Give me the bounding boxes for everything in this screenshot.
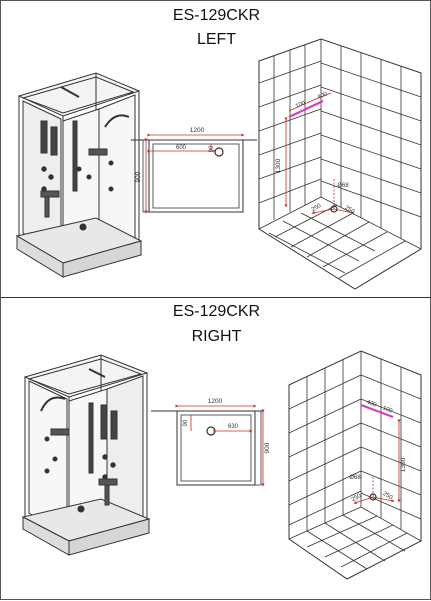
left-tray-width-label: 900 [135, 171, 142, 182]
left-model-title: ES-129CKR [172, 7, 261, 24]
right-tray-offset-y-label: 90 [183, 419, 189, 426]
right-wall-corner-a-label: 250 [351, 493, 363, 504]
left-tray-plan: 1200 600 90 900 [131, 127, 257, 214]
left-tray-offset-y-label: 90 [209, 145, 215, 152]
right-model-title: ES-129CKR [172, 303, 261, 320]
left-side-label: LEFT [196, 31, 237, 48]
left-tray-length-label: 1200 [190, 127, 205, 134]
right-side-label: RIGHT [191, 328, 242, 345]
left-wall-dim-b: 400 [317, 91, 329, 101]
section-divider [1, 297, 431, 298]
left-wall-corner-b-label: 250 [344, 205, 356, 216]
left-wall-corner-a-label: 250 [311, 203, 323, 214]
right-wall-drain-label: Ø68 [349, 475, 361, 481]
left-wall-dim-a: 100 [295, 100, 307, 110]
right-tray-plan: 1200 630 90 900 [151, 398, 271, 487]
right-cabin-view [21, 354, 151, 556]
right-wall-dim-a: 400 [366, 399, 378, 409]
left-wall-corner-view [258, 38, 422, 290]
right-wall-corner-b-label: 250 [382, 491, 394, 502]
left-wall-height-label: 1300 [275, 158, 282, 173]
right-tray-offset-x-label: 630 [228, 424, 239, 430]
left-wall-drain-label: Ø68 [337, 183, 349, 189]
right-tray-length-label: 1200 [208, 398, 223, 405]
right-tray-width-label: 900 [264, 442, 271, 453]
left-cabin-view [15, 72, 143, 278]
right-wall-corner-view [288, 350, 422, 580]
right-wall-height-label: 1300 [400, 457, 407, 472]
left-tray-offset-x-label: 600 [176, 145, 187, 151]
right-wall-dim-b: 100 [382, 405, 394, 415]
